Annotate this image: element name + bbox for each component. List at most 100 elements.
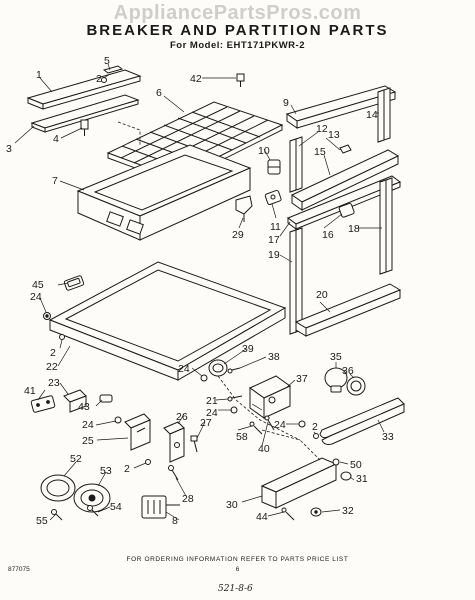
part-screw-27: [190, 435, 198, 453]
callout-43: 43: [78, 401, 90, 413]
callout-53: 53: [100, 465, 112, 477]
model-subtitle: For Model: EHT171PKWR-2: [169, 40, 305, 51]
part-screw-28: [168, 465, 179, 481]
callout-30: 30: [226, 499, 238, 511]
part-channel-18: [379, 177, 393, 275]
callout-14: 14: [366, 109, 378, 121]
part-clip-45: [63, 275, 85, 291]
part-breaker-strip-bottom: [30, 94, 140, 133]
ordering-note: FOR ORDERING INFORMATION REFER TO PARTS …: [126, 556, 349, 563]
callout-24-b: 24: [82, 419, 94, 431]
callout-labels: 1 2 3 4 5 6 7 8 9 10 11 12 13 14 15 16 1…: [6, 55, 394, 527]
callout-20: 20: [316, 289, 328, 301]
callout-24-d: 24: [206, 407, 218, 419]
callout-31: 31: [356, 473, 368, 485]
callout-2: 2: [96, 73, 102, 85]
part-breaker-strip-top: [26, 69, 142, 110]
page-title: BREAKER AND PARTITION PARTS: [86, 22, 389, 39]
part-clip-5: [102, 65, 124, 74]
callout-4: 4: [53, 133, 59, 145]
part-channel-19: [289, 227, 303, 335]
part-handle-33: [319, 397, 405, 445]
part-lamp-cover-36: [346, 376, 366, 396]
part-lamp-35: [324, 367, 348, 393]
part-element-25: [124, 413, 151, 451]
part-plug-31: [340, 471, 352, 481]
callout-40: 40: [258, 443, 270, 455]
callout-2-lower: 2: [124, 463, 130, 475]
callout-32: 32: [342, 505, 354, 517]
callout-23: 23: [48, 377, 60, 389]
callout-24-a: 24: [30, 291, 42, 303]
part-nut-24-top: [43, 312, 51, 320]
callout-58: 58: [236, 431, 248, 443]
callout-2-pan: 2: [50, 347, 56, 359]
page-number: 6: [235, 566, 240, 573]
callout-36: 36: [342, 365, 354, 377]
callout-45: 45: [32, 279, 44, 291]
callout-24-e: 24: [274, 419, 286, 431]
part-screw-44: [281, 507, 295, 521]
part-switch-26: [163, 421, 185, 463]
part-screw-2-lower: [145, 459, 151, 465]
part-housing-23: [63, 389, 87, 413]
part-clip-50: [332, 458, 340, 466]
callout-5: 5: [104, 55, 110, 67]
callout-1: 1: [36, 69, 42, 81]
part-clip-16: [338, 202, 355, 218]
callout-labels-repeat: 2 24 2 24 24 24 2: [50, 347, 318, 475]
part-screw-42: [236, 73, 245, 87]
part-frame-top-9: [285, 85, 397, 129]
callout-15: 15: [314, 146, 326, 158]
part-shelf-pan-22: [48, 261, 287, 381]
callout-18: 18: [348, 223, 360, 235]
callout-35: 35: [330, 351, 342, 363]
callout-17: 17: [268, 234, 280, 246]
document-number: 877075: [8, 566, 30, 573]
callout-10: 10: [258, 145, 270, 157]
callout-29: 29: [232, 229, 244, 241]
part-screw-4: [80, 119, 89, 136]
leader-lines: [14, 63, 385, 521]
callout-50: 50: [350, 459, 362, 471]
part-harness-8: [141, 495, 180, 519]
callout-8: 8: [172, 515, 178, 527]
callout-37: 37: [296, 373, 308, 385]
callout-52: 52: [70, 453, 82, 465]
part-knob-39: [208, 359, 228, 377]
part-socket-53: [73, 483, 111, 513]
part-screw-40: [264, 415, 275, 431]
callout-38: 38: [268, 351, 280, 363]
callout-54: 54: [110, 501, 122, 513]
callout-27: 27: [200, 417, 212, 429]
callout-19: 19: [268, 249, 280, 261]
callout-2-right: 2: [312, 421, 318, 433]
part-frame-middle-15: [291, 149, 400, 211]
part-bracket-10: [267, 159, 281, 175]
part-spring-43: [99, 394, 113, 403]
part-channel-12: [289, 136, 303, 193]
callout-9: 9: [283, 97, 289, 109]
callout-16: 16: [322, 229, 334, 241]
callout-25: 25: [82, 435, 94, 447]
part-clip-13: [339, 144, 352, 154]
part-channel-14: [377, 87, 391, 143]
part-screw-38: [227, 367, 241, 374]
part-screw-21: [227, 395, 243, 402]
part-screw-58: [249, 421, 263, 435]
handwritten-note: 521-8-6: [218, 584, 253, 594]
callout-28: 28: [182, 493, 194, 505]
part-nut-32: [310, 507, 322, 517]
part-bracket-29: [235, 195, 253, 222]
part-screw-2-right: [313, 433, 319, 439]
callout-44: 44: [256, 511, 268, 523]
callout-7: 7: [52, 175, 58, 187]
callout-41: 41: [24, 385, 36, 397]
part-screw-55: [51, 509, 63, 521]
part-screw-2-top: [101, 77, 107, 83]
part-bracket-30: [260, 457, 338, 509]
part-bezel-52: [40, 474, 76, 502]
callout-12: 12: [316, 123, 328, 135]
